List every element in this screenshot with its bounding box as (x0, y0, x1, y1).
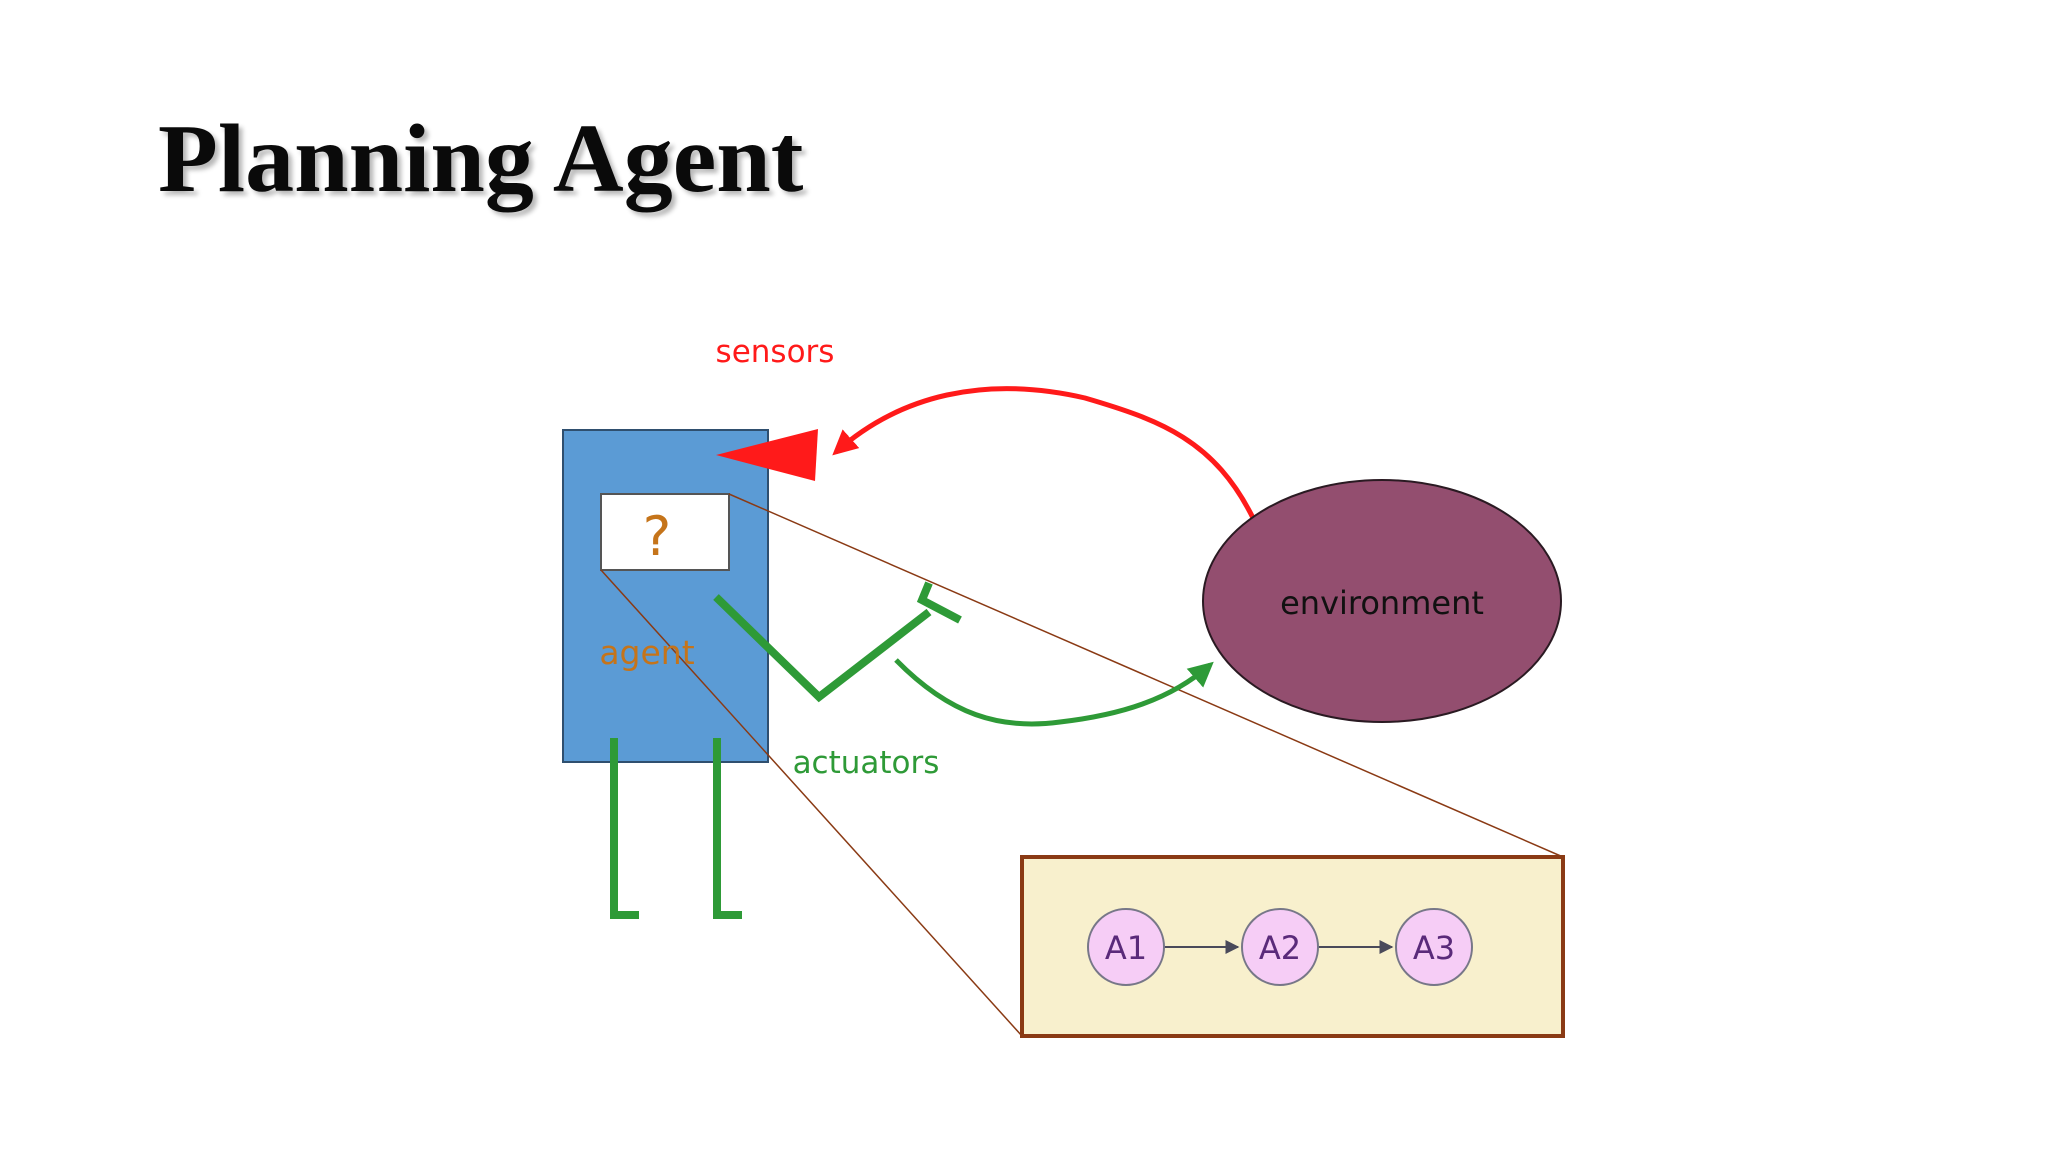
decision-box-label: ? (643, 505, 672, 568)
agent-right-leg (713, 738, 742, 919)
sensors-arrow (832, 386, 1257, 522)
plan-node-a1 (1087, 908, 1165, 986)
agent-body (562, 429, 769, 763)
actuators-arrow (894, 658, 1214, 727)
agent-label: agent (599, 633, 694, 672)
agent-hand (916, 581, 962, 624)
slide-title: Planning Agent (158, 105, 804, 213)
plan-node-a2-label: A2 (1259, 929, 1301, 967)
agent-arm (713, 594, 932, 703)
actuators-label: actuators (793, 745, 940, 781)
sensors-label: sensors (716, 334, 835, 370)
agent-left-leg (610, 738, 639, 919)
plan-node-a2 (1241, 908, 1319, 986)
environment-label: environment (1280, 584, 1484, 622)
plan-node-a1-label: A1 (1105, 929, 1147, 967)
environment-ellipse (1202, 479, 1562, 723)
zoom-line-top (728, 493, 1564, 858)
decision-box (600, 493, 730, 571)
plan-node-a3-label: A3 (1413, 929, 1455, 967)
zoom-line-bottom (600, 569, 1023, 1037)
sensor-wedge (716, 429, 818, 481)
plan-node-a3 (1395, 908, 1473, 986)
